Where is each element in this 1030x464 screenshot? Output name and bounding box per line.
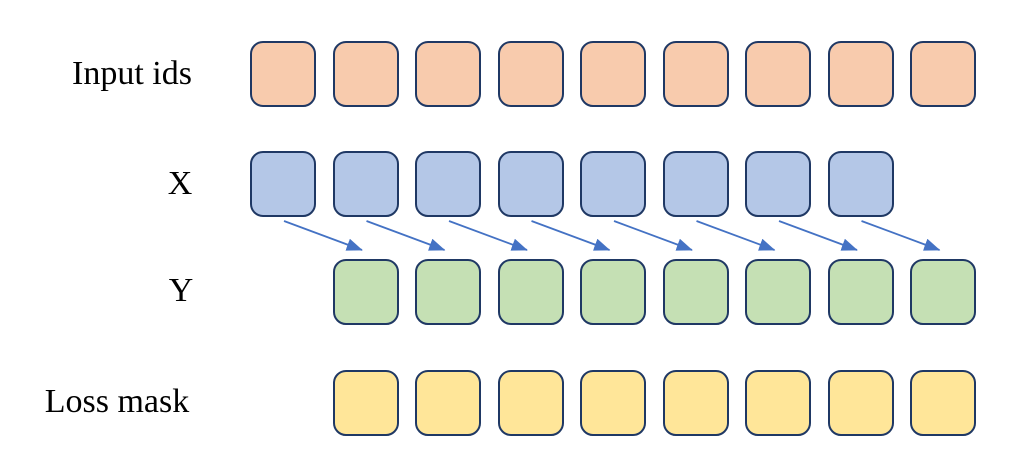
x-token	[498, 151, 564, 217]
loss-mask-token	[333, 370, 399, 436]
x-token	[663, 151, 729, 217]
x-token	[745, 151, 811, 217]
shift-arrow	[366, 220, 446, 251]
y-token	[498, 259, 564, 325]
loss-mask-token	[580, 370, 646, 436]
row-label-y: Y	[168, 272, 194, 309]
input-ids-token	[663, 41, 729, 107]
y-token	[415, 259, 481, 325]
shift-arrow	[283, 220, 363, 251]
loss-mask-token	[828, 370, 894, 436]
input-ids-token	[910, 41, 976, 107]
row-label-loss-mask: Loss mask	[44, 383, 190, 420]
shift-arrow	[448, 220, 528, 251]
loss-mask-token	[745, 370, 811, 436]
x-token	[415, 151, 481, 217]
input-ids-token	[415, 41, 481, 107]
input-ids-token	[333, 41, 399, 107]
input-ids-token	[745, 41, 811, 107]
shift-arrow	[778, 220, 858, 251]
loss-mask-token	[415, 370, 481, 436]
y-token	[580, 259, 646, 325]
shift-arrow	[696, 220, 776, 251]
x-token	[580, 151, 646, 217]
shift-arrow	[613, 220, 693, 251]
y-token	[745, 259, 811, 325]
loss-mask-token	[663, 370, 729, 436]
input-ids-token	[580, 41, 646, 107]
x-token	[828, 151, 894, 217]
input-ids-token	[250, 41, 316, 107]
y-token	[828, 259, 894, 325]
row-label-x: X	[167, 165, 193, 202]
shift-arrow	[531, 220, 611, 251]
y-token	[333, 259, 399, 325]
shift-arrow	[861, 220, 941, 251]
input-ids-token	[828, 41, 894, 107]
loss-mask-token	[498, 370, 564, 436]
y-token	[663, 259, 729, 325]
x-token	[250, 151, 316, 217]
x-token	[333, 151, 399, 217]
row-label-input-ids: Input ids	[72, 55, 192, 92]
y-token	[910, 259, 976, 325]
input-ids-token	[498, 41, 564, 107]
loss-mask-token	[910, 370, 976, 436]
